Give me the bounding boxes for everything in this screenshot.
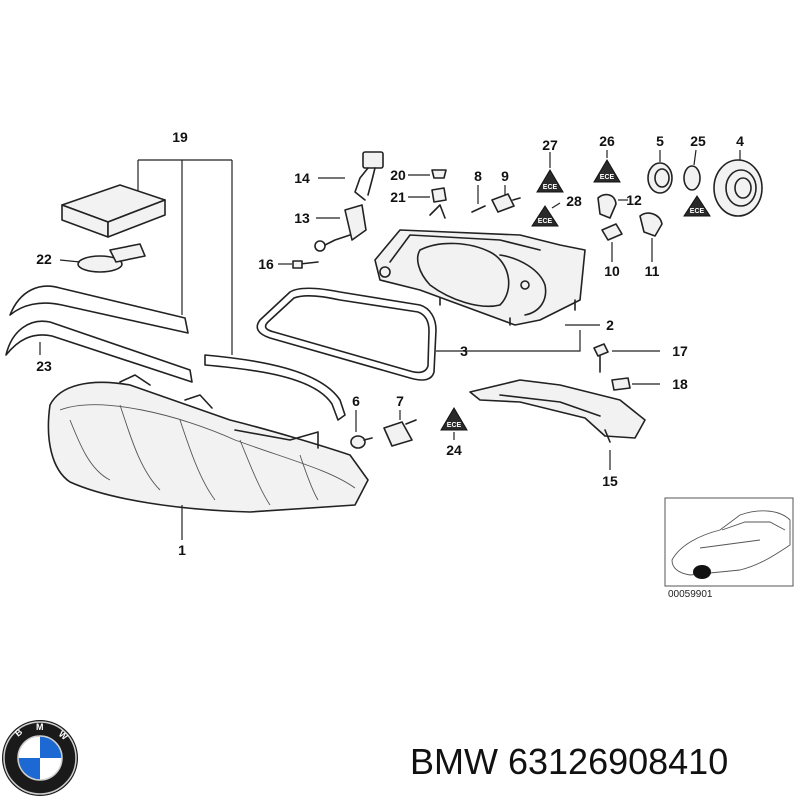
label-24: 24 [446,442,462,458]
part-6-bulb [350,410,373,449]
part-8-pin [471,185,486,213]
part-10-bulb [601,223,623,262]
label-23: 23 [36,358,52,374]
svg-text:B: B [13,726,25,738]
warning-triangle-28: ECE [531,202,561,227]
part-11-socket [639,212,663,262]
svg-text:ECE: ECE [543,184,558,191]
part-caption: BMW 63126908410 [410,741,728,782]
label-21: 21 [390,189,406,205]
part-19-box [61,184,166,238]
svg-text:ECE: ECE [690,208,705,215]
warning-triangle-27: ECE [536,152,564,193]
part-15-bracket [469,379,646,470]
label-15: 15 [602,473,618,489]
label-25: 25 [690,133,706,149]
part-7-bulb-holder [383,410,417,447]
svg-text:ECE: ECE [538,218,553,225]
label-2: 2 [606,317,614,333]
label-13: 13 [294,210,310,226]
part-23-trim-strips [5,285,193,383]
callout-19-leader [137,159,233,355]
label-28: 28 [566,193,582,209]
part-21-clip [408,187,447,203]
label-8: 8 [474,168,482,184]
part-20-clip [408,169,447,179]
part-3-gasket [256,287,581,381]
label-7: 7 [396,393,404,409]
svg-text:ECE: ECE [447,422,462,429]
warning-triangle-25: ECE [683,195,711,217]
part-9-bulb [491,185,521,213]
label-18: 18 [672,376,688,392]
label-16: 16 [258,256,274,272]
part-5-cap [647,150,673,194]
part-22-grommet [59,243,146,273]
label-19: 19 [172,129,188,145]
label-26: 26 [599,133,615,149]
label-4: 4 [736,133,744,149]
label-9: 9 [501,168,509,184]
label-22: 22 [36,251,52,267]
svg-text:ECE: ECE [600,174,615,181]
label-12: 12 [626,192,642,208]
part-4-cover-cap [713,150,763,217]
part-12-socket [597,193,628,219]
part-16-screw [278,260,319,269]
warning-triangle-26: ECE [593,150,621,183]
bmw-logo: B M W [2,720,78,796]
label-17: 17 [672,343,688,359]
label-27: 27 [542,137,558,153]
warning-triangle-24: ECE [440,407,468,440]
label-6: 6 [352,393,360,409]
part-18-nut [611,377,660,391]
reference-code: 00059901 [668,589,713,600]
label-10: 10 [604,263,620,279]
part-1-headlight [47,374,369,540]
reference-car-inset: 00059901 [664,497,794,600]
label-5: 5 [656,133,664,149]
part-19-seal-strip [204,354,346,421]
label-1: 1 [178,542,186,558]
label-3: 3 [460,343,468,359]
svg-text:M: M [36,722,44,732]
label-20: 20 [390,167,406,183]
label-14: 14 [294,170,310,186]
part-number-labels: 1 2 3 4 5 6 7 8 9 10 11 12 13 14 15 16 1… [36,129,744,558]
label-11: 11 [645,263,660,279]
part-17-screw [593,343,660,373]
part-14-connector [318,151,384,201]
part-25-ring [683,149,701,191]
part-13-bulb-socket [314,204,367,252]
part-2-housing [374,204,600,326]
